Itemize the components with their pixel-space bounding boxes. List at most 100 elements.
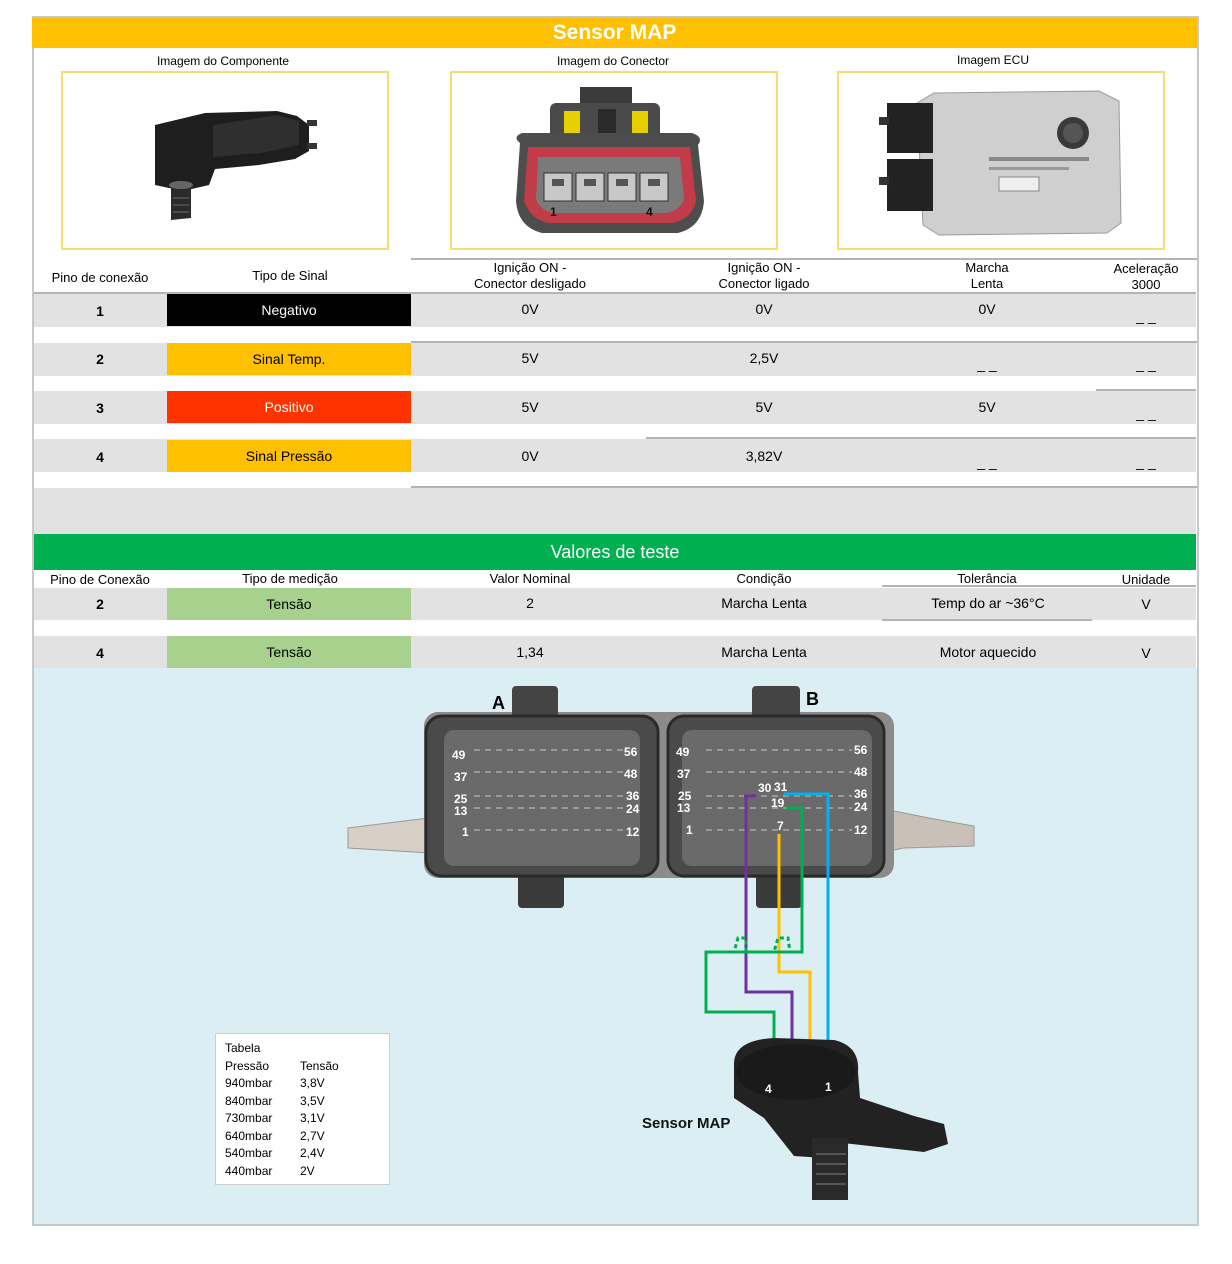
wire-blue [784,792,830,1078]
pressure-col-header: Pressão [225,1058,270,1073]
row1-pin: 1 [96,303,104,319]
row2-signal-type: Sinal Temp. [167,343,411,375]
row3-ign-off: 5V [521,399,539,415]
row4-signal-type: Sinal Pressão [167,440,411,472]
pressure-cell: 840mbar [225,1093,273,1108]
row1-ign-off: 0V [521,301,539,317]
page-title: Sensor MAP [32,18,1197,48]
connector-b-label: B [806,689,819,709]
tv-row2-tolerance: Motor aquecido [939,644,1037,660]
component-image [61,71,389,250]
a-pin-24: 24 [626,802,640,816]
sensor-pin-1: 1 [825,1080,832,1094]
sensor-pin-4: 4 [765,1082,772,1096]
b-pin-1: 1 [686,823,693,837]
tv-header-pin: Pino de Conexão [50,572,150,587]
tv-row2-pin: 4 [96,645,104,661]
a-pin-25: 25 [454,792,468,806]
table-row: 540mbar 2,4V [225,1145,380,1163]
header-pin: Pino de conexão [51,270,149,285]
row-line-4 [646,437,1196,439]
b-pin-56: 56 [854,743,868,757]
row4-idle: _ _ [977,454,997,470]
header-idle: Marcha Lenta [965,260,1009,291]
wire-yellow [777,834,812,1078]
voltage-col-header: Tensão [300,1058,339,1073]
tv-header-nominal: Valor Nominal [489,571,571,586]
voltage-cell: 3,1V [300,1111,325,1125]
connector-pin-1-label: 1 [550,205,557,219]
pressure-cell: 640mbar [225,1128,273,1143]
tv-header-measure: Tipo de medição [242,571,338,586]
table-row: 840mbar 3,5V [225,1093,380,1111]
tv-row1-unit: V [1141,596,1151,612]
signal-table-footer-bg [34,488,1196,534]
ecu-picture [879,90,1122,236]
voltage-cell: 2,4V [300,1146,325,1160]
row2-ign-on: 2,5V [749,350,779,366]
pressure-cell: 940mbar [225,1076,273,1090]
a-pin-13: 13 [454,804,468,818]
ecu-image-label: Imagem ECU [956,53,1030,67]
b-pin-19: 19 [771,796,785,810]
connector-pin-4-label: 4 [646,205,653,219]
b-pin-31: 31 [774,780,788,794]
tv-header-condition: Condição [736,571,792,586]
voltage-cell: 2V [300,1163,315,1178]
row1-ign-on: 0V [755,301,773,317]
connector-image-label: Imagem do Conector [556,54,670,68]
pressure-cell: 540mbar [225,1146,273,1160]
voltage-cell: 2,7V [300,1128,325,1143]
header-ign-off: Ignição ON - Conector desligado [473,260,587,291]
row4-accel: _ _ [1136,454,1156,470]
b-pin-30: 30 [758,781,772,795]
wiring-diagram: A B 49 56 37 48 25 36 13 24 1 12 49 56 3… [34,668,1197,1224]
b-pin-37: 37 [677,767,691,781]
tv-row2-unit: V [1141,645,1151,661]
table-row: 440mbar 2V [225,1163,380,1181]
connector-picture: 1 4 [516,87,704,233]
ecu-connector-diagram: A B 49 56 37 48 25 36 13 24 1 12 49 56 3… [347,686,975,1200]
row1-signal-type: Negativo [167,294,411,326]
row3-ign-on: 5V [755,399,773,415]
pressure-cell: 440mbar [225,1163,273,1178]
b-pin-25: 25 [678,789,692,803]
row3-pin: 3 [96,400,104,416]
a-pin-12: 12 [626,825,640,839]
b-pin-7: 7 [777,819,784,833]
connector-image: 1 4 [450,71,778,250]
row1-accel: _ _ [1136,308,1156,324]
b-pin-49: 49 [676,745,690,759]
tv-header-unit: Unidade [1121,572,1171,587]
b-pin-36: 36 [854,787,868,801]
voltage-cell: 3,5V [300,1093,325,1108]
wire-green [704,806,804,1078]
a-pin-49: 49 [452,748,466,762]
test-values-title: Valores de teste [34,534,1196,570]
row2-ign-off: 5V [521,350,539,366]
tv-row2-measure: Tensão [167,636,411,668]
tv-row1-tolerance: Temp do ar ~36°C [931,595,1045,611]
b-pin-24: 24 [854,800,868,814]
connector-a-label: A [492,693,505,713]
tv-header-tolerance: Tolerância [957,571,1017,586]
row3-signal-type: Positivo [167,391,411,423]
pressure-cell: 730mbar [225,1111,273,1125]
sensor-label: Sensor MAP [642,1115,730,1132]
a-pin-1: 1 [462,825,469,839]
row-line-3 [1096,389,1196,391]
row-line-2 [411,341,1197,343]
ecu-image [837,71,1165,250]
tv-row1-pin: 2 [96,596,104,612]
b-pin-48: 48 [854,765,868,779]
tv-row-line [882,619,1092,621]
row1-idle: 0V [978,301,996,317]
tv-row2-nominal: 1,34 [516,644,544,660]
a-pin-37: 37 [454,770,468,784]
row3-idle: 5V [978,399,996,415]
row4-ign-off: 0V [521,448,539,464]
b-pin-13: 13 [677,801,691,815]
tv-header-line [882,585,1196,587]
map-sensor-picture [155,111,317,220]
